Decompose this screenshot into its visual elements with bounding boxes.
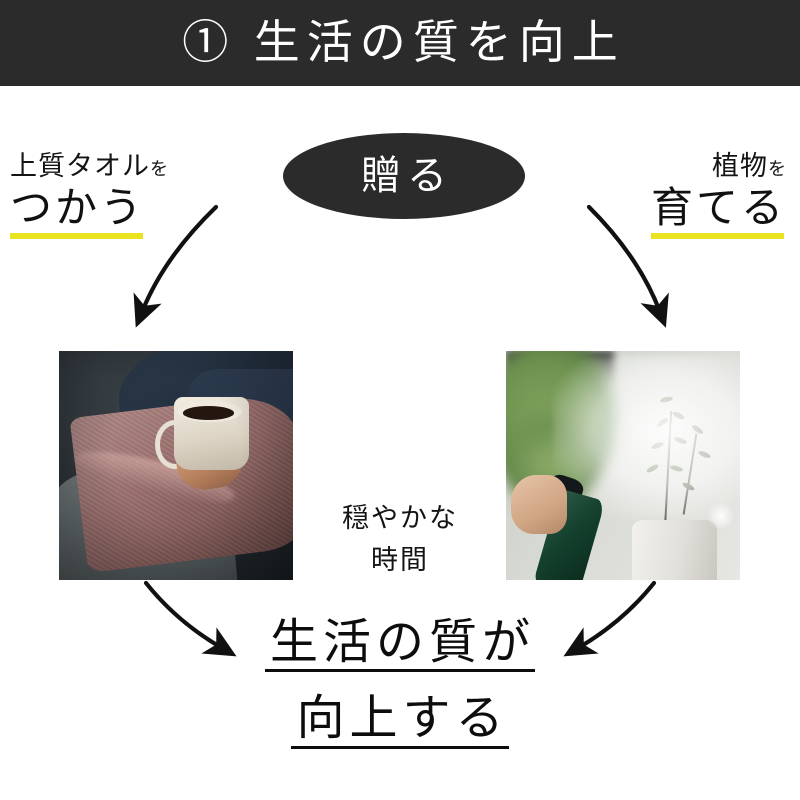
bokeh-highlight [707,502,736,530]
right-lead-particle: を [768,159,786,179]
towel-and-coffee-photo [59,351,293,580]
header-bar: ① 生活の質を向上 [0,0,800,86]
coffee-surface-shape [183,405,235,420]
photo-vignette [59,351,293,580]
center-badge-label: 贈る [361,153,453,198]
left-emphasis-text: つかう [10,186,146,239]
white-plant-pot [632,520,717,580]
left-lead-particle: を [150,159,168,179]
right-lead-line: 植物を [651,152,786,180]
right-emphasis-text: 育てる [650,186,786,239]
middle-caption-line-2: 時間 [371,544,429,575]
conclusion-line-2: 向上する [291,688,509,750]
conclusion-block: 生活の質が 向上する [0,612,800,751]
left-branch-labels: 上質タオルを つかう [10,152,168,239]
right-branch-labels: 植物を 育てる [650,152,786,239]
page-title: ① 生活の質を向上 [182,17,625,68]
left-lead-main: 上質タオル [10,151,150,181]
hand-shape [510,474,567,535]
left-lead-line: 上質タオルを [10,152,168,180]
middle-caption-line-1: 穏やかな [342,503,458,533]
plant-misting-photo [506,351,740,580]
water-mist-overlay [552,355,740,521]
curved-arrow-down-right [586,204,669,328]
right-lead-main: 植物 [712,151,768,181]
conclusion-line-1: 生活の質が [264,612,536,674]
middle-caption: 穏やかな 時間 [0,498,800,582]
center-ellipse-badge: 贈る [283,133,525,219]
